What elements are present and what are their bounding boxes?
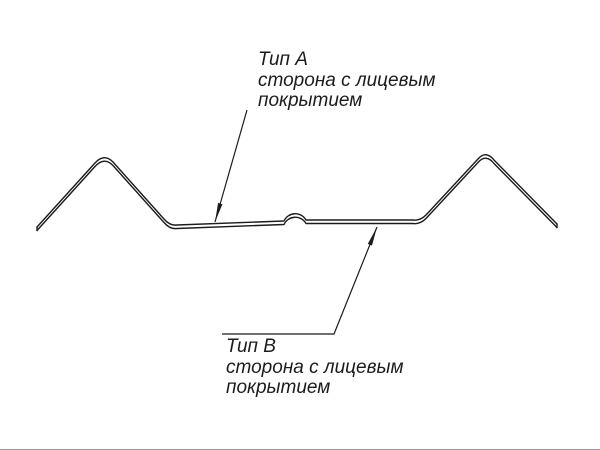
callout-a-title: Тип А xyxy=(258,49,308,70)
leader-line-b xyxy=(222,226,378,335)
callout-type-a: Тип А сторона с лицевым покрытием xyxy=(258,50,436,111)
callout-b-desc-line1: сторона с лицевым xyxy=(226,357,404,378)
profile-sheet-end-caps xyxy=(36,223,558,232)
callout-type-b: Тип В сторона с лицевым покрытием xyxy=(226,337,404,398)
profile-sheet-top-edge xyxy=(36,154,558,228)
leader-line-a xyxy=(214,109,248,223)
callout-a-desc-line1: сторона с лицевым xyxy=(258,70,436,91)
callout-a-desc-line2: покрытием xyxy=(258,90,363,111)
profile-sheet-bottom-edge xyxy=(36,157,558,232)
callout-b-desc-line2: покрытием xyxy=(226,377,331,398)
callout-b-title: Тип В xyxy=(226,336,276,357)
